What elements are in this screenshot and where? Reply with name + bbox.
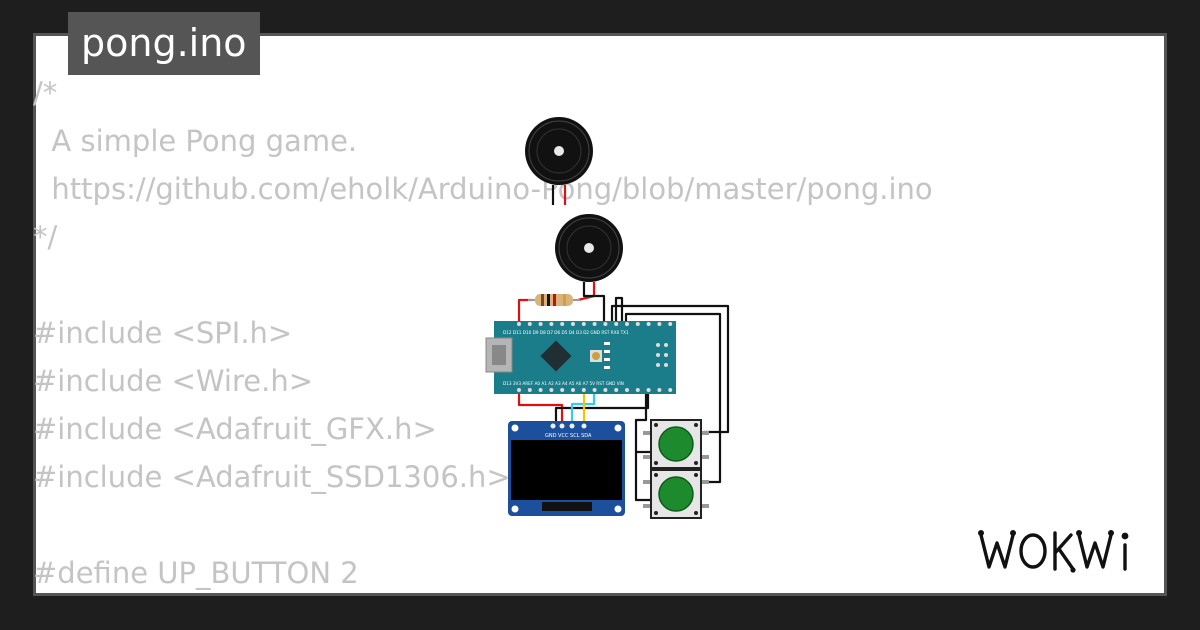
wire-red-buzzer2 bbox=[577, 282, 596, 302]
code-line: https://github.com/eholk/Arduino-Pong/bl… bbox=[33, 172, 933, 206]
file-title: pong.ino bbox=[68, 12, 260, 75]
header-pin bbox=[657, 388, 662, 392]
code-line: */ bbox=[33, 220, 58, 254]
wire-black-oled-gnd bbox=[554, 392, 650, 425]
header-pin bbox=[635, 322, 640, 326]
bottom-pin-labels: D13 3V3 AREF A0 A1 A2 A3 A4 A5 A6 A7 5V … bbox=[503, 381, 624, 386]
header-pin bbox=[625, 322, 629, 326]
header-pin bbox=[581, 388, 586, 392]
code-preview: /* A simple Pong game. https://github.co… bbox=[33, 69, 933, 597]
wire-black-gnd bbox=[614, 296, 624, 322]
header-pin bbox=[538, 322, 543, 326]
code-line: #include <Wire.h> bbox=[33, 364, 314, 398]
code-line: #define UP_BUTTON 2 bbox=[33, 556, 359, 590]
header-pin bbox=[560, 388, 565, 392]
code-line: #include <SPI.h> bbox=[33, 316, 293, 350]
oled-ssd1306: GND VCC SCL SDA bbox=[508, 421, 625, 516]
header-pin bbox=[571, 388, 575, 392]
wire-red-resistor bbox=[517, 298, 532, 322]
header-pin bbox=[625, 388, 629, 392]
pushbutton-up bbox=[643, 419, 709, 469]
header-pin bbox=[668, 388, 673, 392]
header-pin bbox=[560, 322, 565, 326]
wire-black-d3 bbox=[624, 312, 722, 484]
header-pin bbox=[668, 322, 673, 326]
code-line: #include <Adafruit_SSD1306.h> bbox=[33, 460, 511, 494]
header-pin bbox=[527, 322, 532, 326]
header-pin bbox=[592, 388, 597, 392]
wokwi-logo bbox=[978, 530, 1129, 573]
header-pin bbox=[549, 322, 554, 326]
header-pin bbox=[517, 388, 521, 392]
header-pin bbox=[614, 388, 619, 392]
buzzer-icon bbox=[525, 117, 593, 185]
oled-pin-labels: GND VCC SCL SDA bbox=[545, 433, 592, 439]
code-line: /* bbox=[33, 76, 58, 110]
pushbutton-down bbox=[643, 469, 709, 519]
buzzer-icon bbox=[555, 214, 623, 282]
wire-black-buzzer2 bbox=[582, 282, 606, 322]
header-pin bbox=[614, 322, 619, 326]
wire-black-btn2 bbox=[634, 452, 652, 502]
header-pin bbox=[646, 388, 651, 392]
arduino-nano: D12 D11 D10 D9 D8 D7 D6 D5 D4 D3 D2 GND … bbox=[485, 321, 676, 394]
header-pin bbox=[538, 388, 543, 392]
header-pin bbox=[603, 388, 608, 392]
header-pin bbox=[571, 322, 575, 326]
header-pin bbox=[603, 322, 608, 326]
header-pin bbox=[549, 388, 554, 392]
header-pin bbox=[592, 322, 597, 326]
header-pin bbox=[527, 388, 532, 392]
resistor-icon bbox=[528, 294, 580, 306]
header-pin bbox=[517, 322, 521, 326]
code-line: #include <Adafruit_GFX.h> bbox=[33, 412, 437, 446]
top-pin-labels: D12 D11 D10 D9 D8 D7 D6 D5 D4 D3 D2 GND … bbox=[503, 330, 629, 335]
header-pin bbox=[646, 322, 651, 326]
code-line: A simple Pong game. bbox=[33, 124, 358, 158]
wire-red-vcc bbox=[517, 392, 564, 425]
wire-black-btn1 bbox=[634, 392, 652, 454]
header-pin bbox=[581, 322, 586, 326]
header-pin bbox=[635, 388, 640, 392]
header-pin bbox=[657, 322, 662, 326]
